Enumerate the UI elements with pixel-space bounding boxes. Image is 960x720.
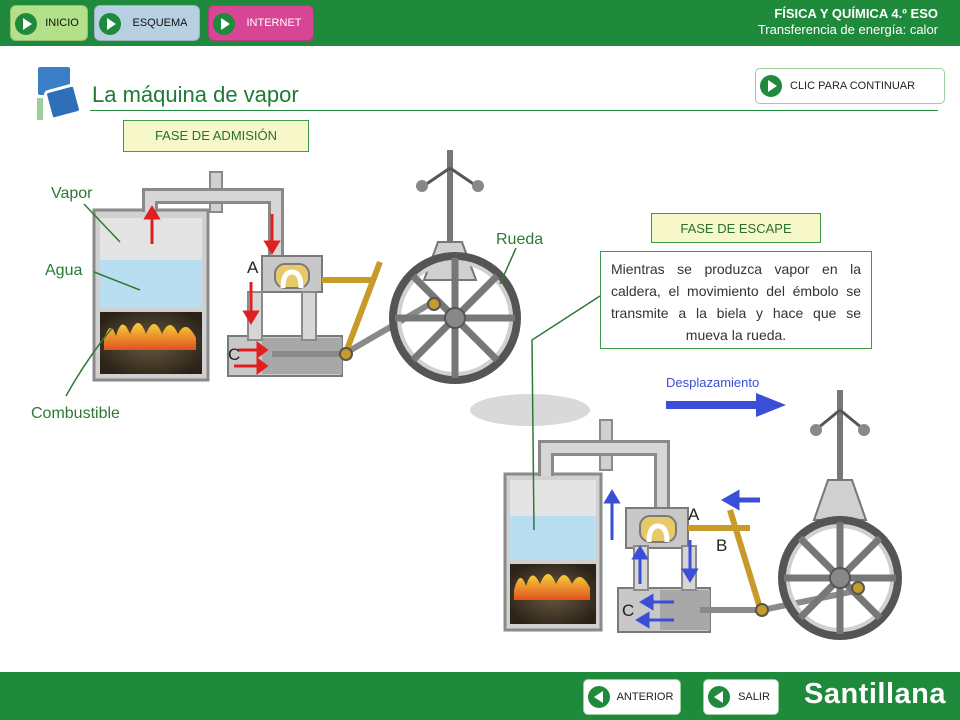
play-icon [213,13,235,35]
section-icon [36,65,82,121]
label-vapor: Vapor [51,185,93,202]
inicio-label: INICIO [45,17,79,29]
page-title: La máquina de vapor [92,82,299,107]
subject-title: FÍSICA Y QUÍMICA 4.º ESO [774,6,938,21]
bottom-bar [0,672,960,720]
exhaust-letter-b: B [716,536,728,555]
continue-button[interactable]: CLIC PARA CONTINUAR [755,68,945,104]
label-agua: Agua [45,262,83,279]
esquema-button[interactable]: ESQUEMA [94,5,200,41]
santillana-logo: Santillana [804,678,946,710]
exhaust-letter-a: A [688,505,700,524]
play-icon [15,13,37,35]
back-arrow-icon [708,686,730,708]
anterior-label: ANTERIOR [616,691,674,703]
inicio-button[interactable]: INICIO [10,5,88,41]
internet-button[interactable]: INTERNET [208,5,314,41]
admission-phase-label: FASE DE ADMISIÓN [123,120,309,152]
exhaust-engine [470,295,902,640]
header-info: FÍSICA Y QUÍMICA 4.º ESO Transferencia d… [758,6,938,37]
anterior-button[interactable]: ANTERIOR [583,679,681,715]
back-arrow-icon [588,686,610,708]
continue-label: CLIC PARA CONTINUAR [790,80,916,92]
play-icon [99,13,121,35]
admission-letter-c: C [228,345,241,364]
label-rueda: Rueda [496,231,544,248]
displacement-label: Desplazamiento [666,375,760,390]
play-icon [760,75,782,97]
admission-engine [65,150,521,397]
exhaust-phase-label: FASE DE ESCAPE [651,213,821,243]
salir-button[interactable]: SALIR [703,679,779,715]
internet-label: INTERNET [246,17,302,29]
esquema-label: ESQUEMA [132,17,188,29]
exhaust-letter-c: C [622,601,635,620]
unit-title: Transferencia de energía: calor [757,22,938,37]
admission-letter-a: A [247,258,259,277]
exhaust-description: Mientras se produzca vapor en la caldera… [600,251,872,349]
label-combustible: Combustible [31,405,120,422]
salir-label: SALIR [738,691,770,703]
title-divider [90,110,938,111]
